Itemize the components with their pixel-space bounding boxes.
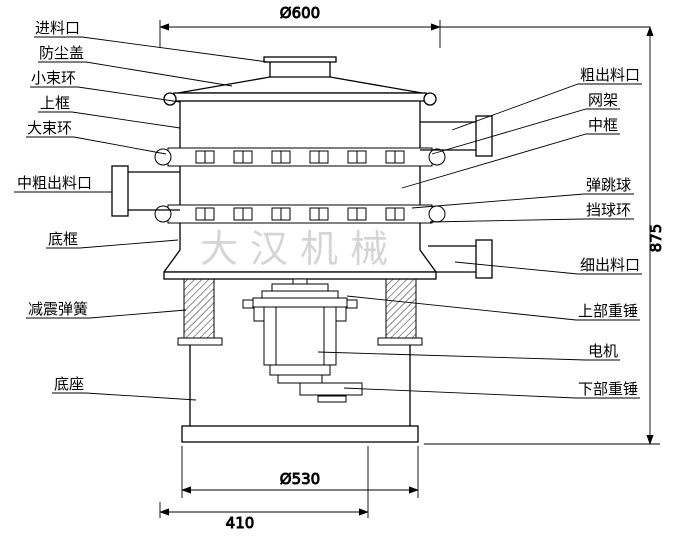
- dimension-total-height: 875: [424, 26, 665, 445]
- labels-right: 粗出料口 网架 中框 弹跳球 挡球环 细出料口 上部重锤 电机 下部重锤: [578, 66, 640, 398]
- label-lower-weight: 下部重锤: [578, 380, 638, 398]
- label-coarse-outlet: 粗出料口: [580, 66, 640, 84]
- spring-right-shape: [377, 278, 423, 346]
- dimension-base-width: 410: [159, 446, 369, 532]
- small-clamp-left: [163, 92, 177, 106]
- feed-inlet-shape: [263, 56, 337, 77]
- outlet-coarse-shape: [420, 115, 493, 157]
- label-screen-frame: 网架: [588, 91, 618, 109]
- label-bouncing-ball: 弹跳球: [586, 176, 631, 194]
- dim-base-width-text: 410: [226, 514, 255, 532]
- clamp-band-lower: [154, 204, 446, 224]
- label-medium-coarse-outlet: 中粗出料口: [17, 174, 92, 192]
- leader-lines-right: [317, 83, 642, 399]
- dim-top-diameter-text: Ø600: [280, 4, 320, 22]
- base-shape: [181, 345, 419, 443]
- label-dust-cover: 防尘盖: [39, 44, 84, 62]
- label-base: 底座: [54, 375, 84, 393]
- clamp-band-upper: [154, 147, 446, 167]
- label-fine-outlet: 细出料口: [580, 256, 640, 274]
- clamp-bolts-lower: [195, 207, 405, 221]
- label-small-clamp-ring: 小束环: [31, 69, 76, 87]
- spring-left-shape: [177, 278, 223, 346]
- watermark: 大汉机械: [200, 227, 400, 271]
- dim-total-height-text: 875: [647, 224, 665, 253]
- label-damping-spring: 减震弹簧: [28, 300, 88, 318]
- label-bottom-frame: 底框: [48, 230, 78, 248]
- outlet-medium-shape: [111, 165, 180, 217]
- dimension-bottom-diameter: Ø530: [181, 446, 419, 498]
- middle-frame-shape: [179, 166, 421, 205]
- dust-cover-shape: [163, 76, 437, 106]
- upper-frame-shape: [179, 101, 421, 148]
- dimension-top-diameter: Ø600: [159, 4, 650, 48]
- label-upper-frame: 上框: [40, 94, 70, 112]
- label-feed-inlet: 进料口: [35, 19, 80, 37]
- label-large-clamp-ring: 大束环: [27, 119, 72, 137]
- lower-weight-shape: [269, 364, 363, 403]
- label-middle-frame: 中框: [588, 116, 618, 134]
- upper-weight-shape: [242, 278, 358, 309]
- clamp-bolts-upper: [195, 150, 405, 164]
- label-motor: 电机: [588, 342, 618, 360]
- dim-bottom-diameter-text: Ø530: [280, 470, 320, 488]
- leader-lines-left: [14, 36, 269, 401]
- motor-shape: [253, 306, 347, 366]
- labels-left: 进料口 防尘盖 小束环 上框 大束环 中粗出料口 底框 减震弹簧 底座: [17, 19, 92, 393]
- outlet-fine-shape: [428, 239, 493, 279]
- small-clamp-right: [423, 92, 437, 106]
- label-ball-stop-ring: 挡球环: [586, 201, 631, 219]
- label-upper-weight: 上部重锤: [578, 302, 638, 320]
